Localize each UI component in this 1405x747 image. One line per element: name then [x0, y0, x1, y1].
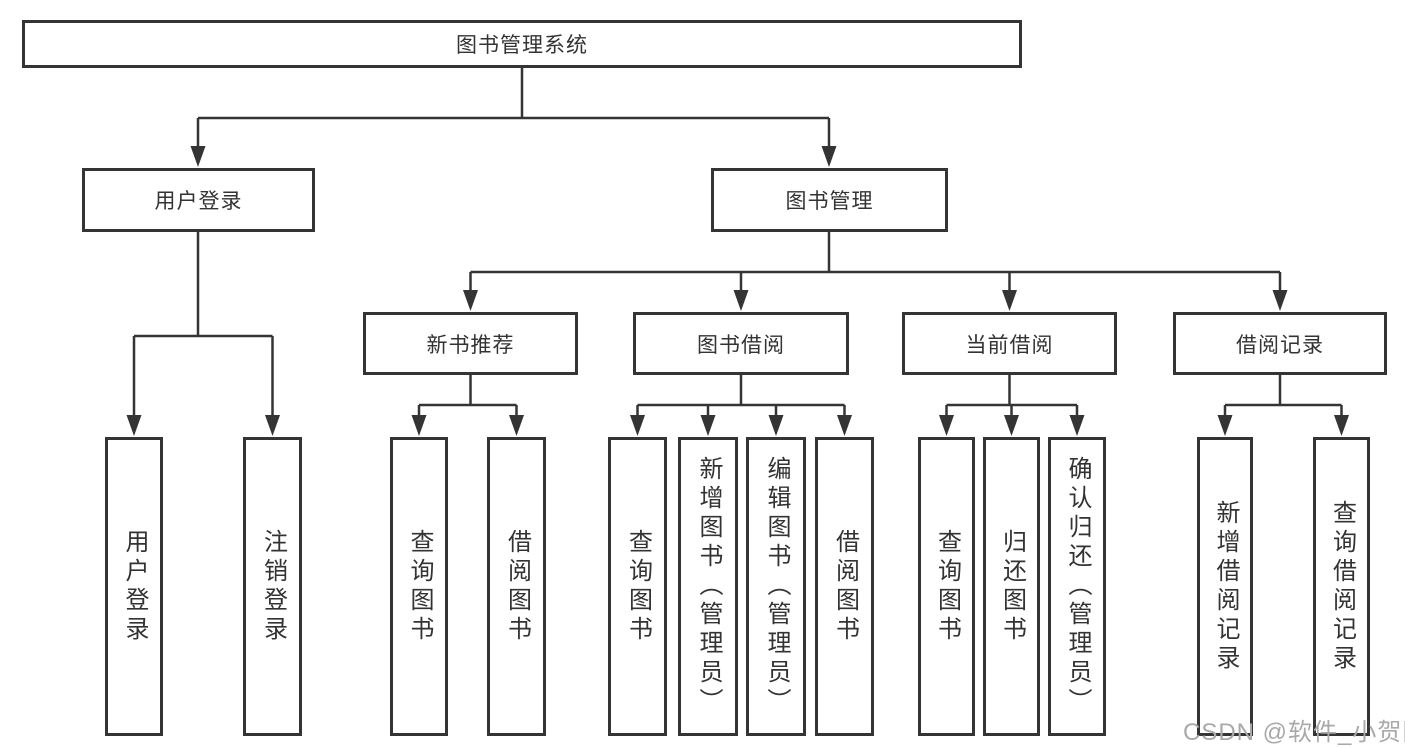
arrowheads	[126, 146, 1349, 436]
node-add-borrow-record-label: 新增借阅记录	[1212, 499, 1239, 674]
connector-new-book-recommend-branch	[417, 375, 518, 417]
node-new-book-recommend: 新书推荐	[363, 312, 578, 375]
connector-user-login-branch	[132, 232, 274, 417]
node-logout: 注销登录	[243, 437, 302, 736]
node-add-borrow-record: 新增借阅记录	[1197, 437, 1253, 736]
node-query-books-borrowing: 查询图书	[608, 437, 667, 736]
node-query-borrow-record-label: 查询借阅记录	[1328, 499, 1356, 674]
csdn-watermark: CSDN @软件_小贺同学	[1183, 719, 1405, 746]
node-query-borrow-record: 查询借阅记录	[1313, 437, 1370, 736]
node-confirm-return-admin-label: 确认归还（管理员）	[1064, 456, 1091, 717]
node-borrow-books-recommend: 借阅图书	[487, 437, 546, 736]
node-book-management: 图书管理	[711, 168, 948, 232]
node-borrow-books: 借阅图书	[815, 437, 874, 736]
node-add-books-admin-label: 新增图书（管理员）	[695, 456, 722, 717]
connector-borrowing-records-branch	[1223, 375, 1343, 417]
node-user-login-branch: 用户登录	[82, 168, 315, 232]
node-logout-label: 注销登录	[259, 528, 287, 645]
node-query-books-recommend: 查询图书	[390, 437, 448, 736]
node-query-books-current-label: 查询图书	[933, 528, 961, 645]
connector-book-management-branch	[469, 232, 1282, 292]
node-book-borrowing: 图书借阅	[633, 312, 849, 375]
connector-book-borrowing-branch	[636, 375, 846, 417]
node-borrowing-records: 借阅记录	[1173, 312, 1387, 375]
node-query-books-borrowing-label: 查询图书	[624, 528, 652, 645]
connector-root-to-level2	[196, 68, 831, 148]
node-library-system: 图书管理系统	[22, 20, 1022, 68]
node-user-login: 用户登录	[105, 437, 163, 736]
node-query-books-current: 查询图书	[918, 437, 975, 736]
node-confirm-return-admin: 确认归还（管理员）	[1048, 437, 1106, 736]
node-query-books-recommend-label: 查询图书	[406, 528, 433, 645]
connector-current-borrowing-branch	[945, 375, 1079, 417]
node-return-books: 归还图书	[983, 437, 1040, 736]
node-edit-books-admin: 编辑图书（管理员）	[746, 437, 806, 736]
node-borrow-books-recommend-label: 借阅图书	[503, 528, 531, 645]
node-borrow-books-label: 借阅图书	[831, 528, 859, 645]
node-return-books-label: 归还图书	[998, 528, 1026, 645]
node-user-login-label: 用户登录	[121, 528, 148, 645]
node-current-borrowing: 当前借阅	[902, 312, 1117, 375]
node-edit-books-admin-label: 编辑图书（管理员）	[763, 456, 790, 717]
node-add-books-admin: 新增图书（管理员）	[678, 437, 738, 736]
